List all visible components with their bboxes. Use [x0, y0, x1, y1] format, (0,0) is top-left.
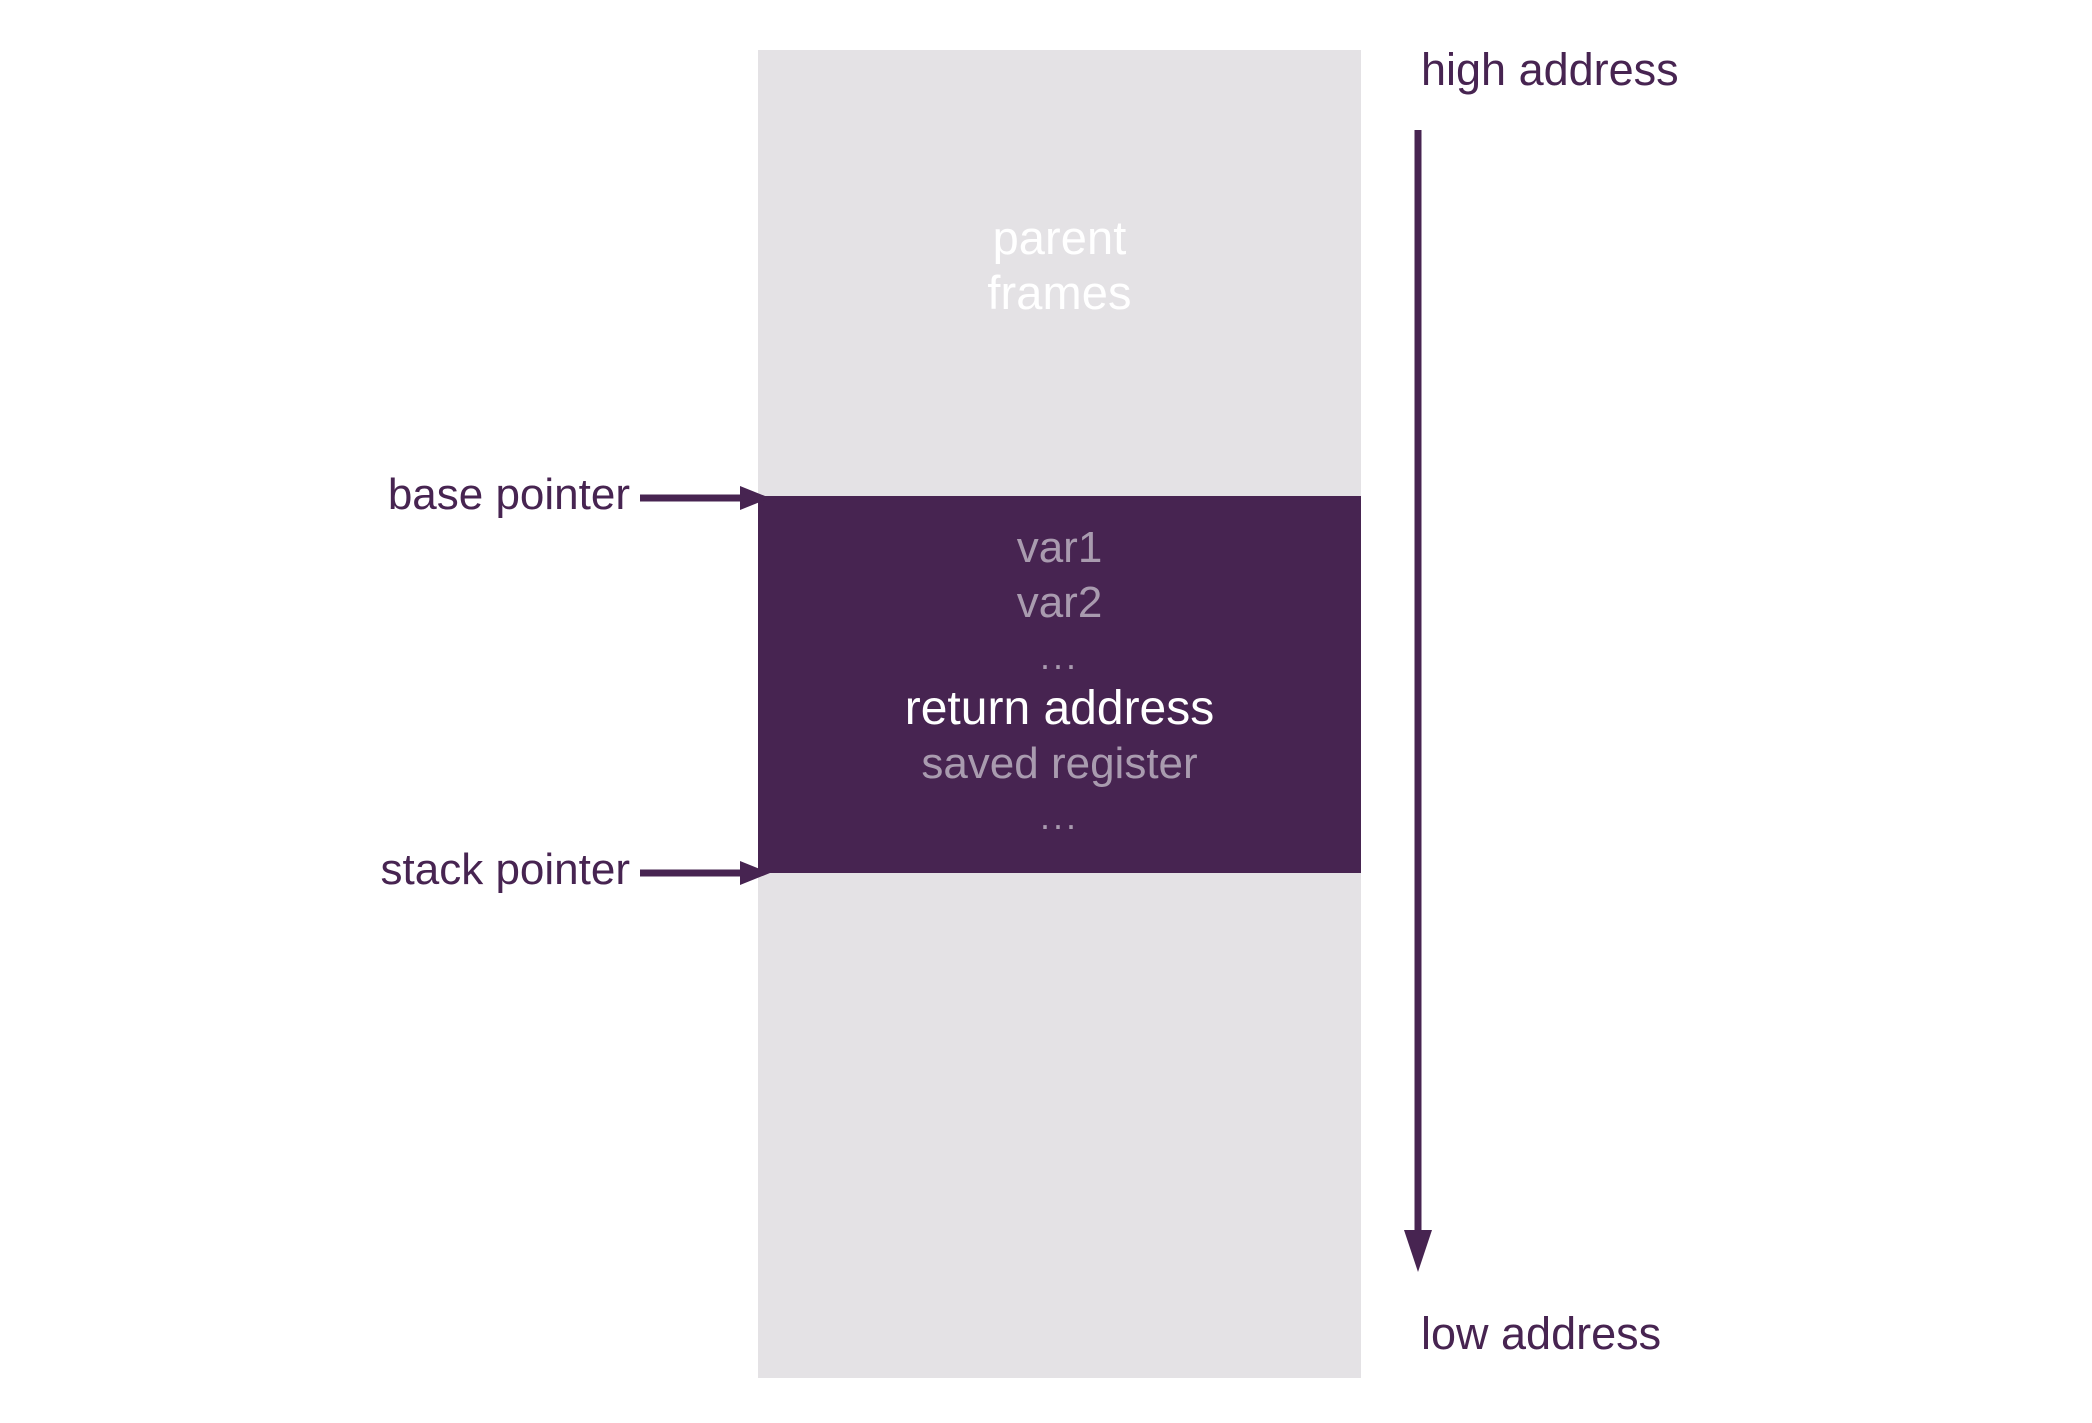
base-pointer-label: base pointer — [387, 470, 630, 519]
current-frame-entries: var1 var2 ... return address saved regis… — [758, 496, 1361, 835]
stack-pointer-label: stack pointer — [380, 845, 630, 894]
parent-frames-line-1: parent — [992, 211, 1127, 264]
frame-entry-var1: var1 — [1016, 523, 1103, 572]
high-address-label: high address — [1421, 44, 1679, 95]
frame-entry-var2: var2 — [1016, 578, 1103, 627]
low-address-label: low address — [1421, 1308, 1662, 1359]
current-stack-frame: var1 var2 ... return address saved regis… — [758, 496, 1361, 873]
frame-entry-ellipsis-bottom: ... — [1039, 796, 1079, 837]
stack-pointer-arrow-icon — [640, 861, 770, 885]
parent-frames-label: parent frames — [758, 210, 1361, 321]
base-pointer-arrow-icon — [640, 486, 770, 510]
frame-entry-return-address: return address — [904, 682, 1215, 735]
parent-frames-line-2: frames — [987, 266, 1132, 320]
address-direction-arrow-icon — [1404, 130, 1432, 1272]
frame-entry-ellipsis-top: ... — [1039, 636, 1079, 677]
frame-entry-saved-register: saved register — [921, 739, 1198, 788]
